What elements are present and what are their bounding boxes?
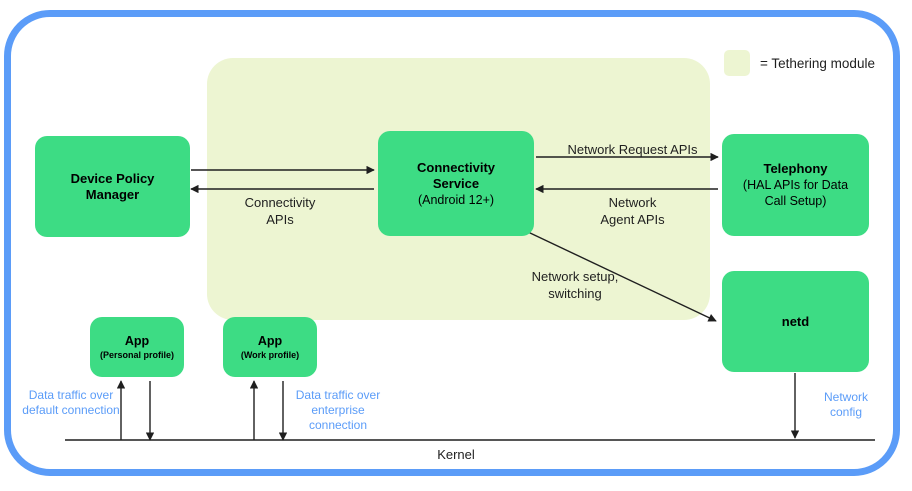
edge-label-network-config: Network config bbox=[823, 390, 868, 419]
edge-label-network-setup-switching: Network setup, switching bbox=[531, 269, 619, 301]
node-subtitle: (Work profile) bbox=[240, 350, 300, 360]
edge-label-network-agent-apis: Network Agent APIs bbox=[600, 195, 665, 227]
node-title: Connectivity bbox=[416, 159, 495, 175]
legend-label: = Tethering module bbox=[760, 55, 875, 71]
node-subtitle: (Personal profile) bbox=[99, 350, 174, 360]
node-connectivity-service[interactable]: Connectivity Service (Android 12+) bbox=[378, 131, 534, 236]
legend: = Tethering module bbox=[724, 50, 875, 76]
node-subtitle: (HAL APIs for Data bbox=[742, 178, 849, 192]
node-app-work-profile[interactable]: App (Work profile) bbox=[223, 317, 317, 377]
node-title-line2: Service bbox=[432, 175, 480, 191]
node-netd[interactable]: netd bbox=[722, 271, 869, 372]
edge-label-data-traffic-enterprise: Data traffic over enterprise connection bbox=[295, 388, 381, 432]
edge-label-network-request-apis: Network Request APIs bbox=[567, 142, 698, 157]
node-title: App bbox=[257, 334, 283, 348]
node-subtitle-line2: Call Setup) bbox=[764, 194, 827, 208]
node-device-policy-manager[interactable]: Device Policy Manager bbox=[35, 136, 190, 237]
legend-swatch-tethering bbox=[724, 50, 750, 76]
node-title: Device Policy bbox=[70, 170, 155, 186]
kernel-label: Kernel bbox=[437, 447, 475, 462]
node-app-personal-profile[interactable]: App (Personal profile) bbox=[90, 317, 184, 377]
edge-label-data-traffic-default: Data traffic over default connection bbox=[22, 388, 120, 417]
node-telephony[interactable]: Telephony (HAL APIs for Data Call Setup) bbox=[722, 134, 869, 236]
outer-device-frame bbox=[4, 10, 900, 476]
node-title-line2: Manager bbox=[85, 186, 140, 202]
node-title: App bbox=[124, 334, 150, 348]
node-subtitle: (Android 12+) bbox=[417, 192, 495, 207]
node-title: netd bbox=[781, 313, 810, 329]
node-title: Telephony bbox=[763, 161, 828, 176]
edge-label-connectivity-apis: Connectivity APIs bbox=[244, 195, 316, 227]
